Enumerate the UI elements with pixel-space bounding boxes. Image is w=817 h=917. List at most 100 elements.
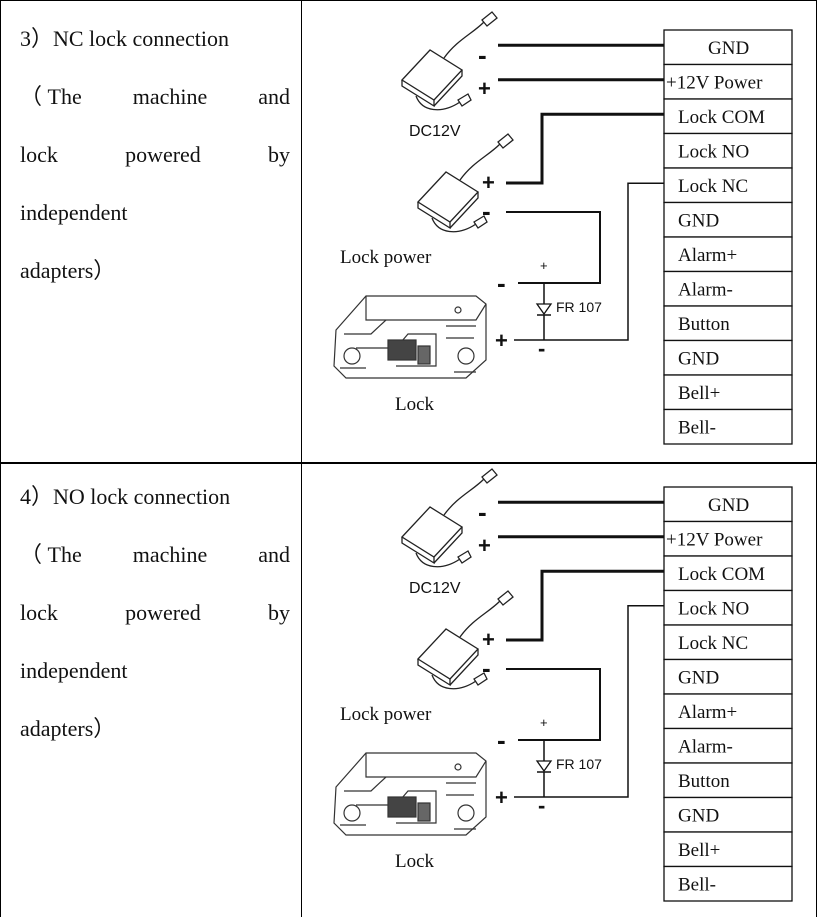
section-4-description: 4）NO lock connection （ The machine and l… [20,478,290,768]
lock-com-wire [506,569,664,642]
description-line: adapters） [20,710,290,768]
electric-lock-icon [333,752,487,836]
table-border-left [0,0,1,917]
terminal-cell [663,132,793,169]
description-word: （ The [20,542,82,567]
terminal-label: Lock COM [678,107,765,128]
description-word: machine [132,542,208,567]
plus-sign: + [482,627,495,652]
description-word: lock [20,142,58,167]
description-word: adapters） [20,716,116,741]
description-word: and [258,542,290,567]
diode-symbol [535,303,553,316]
adapter-label: DC12V [409,580,461,597]
lock-signal-wire [514,605,664,798]
plus-sign: + [495,328,508,353]
description-line: independent [20,194,290,252]
description-word: powered [125,600,201,625]
electric-lock-icon [333,295,487,379]
description-word: independent [20,658,128,683]
terminal-cell [663,236,793,273]
terminal-label: Bell- [678,418,716,439]
table-row-divider [0,462,817,464]
lock-power-negative-wire [506,668,601,741]
minus-sign: - [497,268,506,298]
minus-sign: - [538,793,545,818]
terminal-label: Alarm- [678,280,733,301]
description-word: by [267,600,290,625]
description-word: independent [20,200,128,225]
lock-signal-wire [514,182,664,341]
diode-label: FR 107 [556,299,602,315]
terminal-label: Alarm+ [678,245,737,266]
minus-sign: - [478,497,487,527]
terminal-label: GND [678,349,719,370]
terminal-label: GND [678,211,719,232]
terminal-label: GND [708,38,749,59]
terminal-cell [663,555,793,592]
terminal-cell [663,201,793,238]
section-4-heading: 4）NO lock connection [20,484,231,509]
lock-power-label: Lock power [340,247,432,268]
terminal-cell [663,98,793,135]
lock-power-label: Lock power [340,704,432,725]
terminal-label: Alarm+ [678,702,737,723]
plus-sign: + [495,785,508,810]
terminal-label: GND [708,495,749,516]
terminal-cell [663,270,793,307]
description-line: lock powered by [20,594,290,652]
lock-power-adapter-icon [416,590,514,690]
terminal-label: GND [678,668,719,689]
lock-power-negative-wire [506,211,601,284]
terminal-label: Lock NO [678,142,749,163]
description-word: （ The [20,84,82,109]
adapter-label: DC12V [409,123,461,140]
terminal-cell [663,727,793,764]
terminal-cell [663,762,793,799]
description-word: and [258,84,290,109]
lock-com-wire [506,112,664,185]
table-column-divider [301,0,302,917]
description-line: （ The machine and [20,536,290,594]
description-line: adapters） [20,252,290,310]
table-border-top [0,0,817,1]
dc12v-adapter-icon [400,468,498,568]
terminal-cell [663,831,793,868]
minus-sign: - [478,40,487,70]
description-word: lock [20,600,58,625]
terminal-cell [663,796,793,833]
diode-symbol [535,760,553,773]
terminal-cell [663,865,793,902]
description-line: independent [20,652,290,710]
plus-sign: + [478,76,491,101]
plus-sign: + [540,715,548,730]
terminal-cell [663,29,793,66]
terminal-label: GND [678,806,719,827]
lock-label: Lock [395,394,435,415]
description-word: machine [132,84,208,109]
description-word: by [267,142,290,167]
terminal-label: Lock COM [678,564,765,585]
terminal-cell [663,693,793,730]
minus-sign: - [482,653,491,683]
terminal-label: +12V Power [666,530,763,551]
section-3-description: 3）NC lock connection （ The machine and l… [20,20,290,310]
terminal-label: Lock NO [678,599,749,620]
plus-sign: + [482,170,495,195]
minus-sign: - [497,725,506,755]
terminal-cell [663,624,793,661]
terminal-label: Bell+ [678,383,720,404]
terminal-label: +12V Power [666,73,763,94]
section-3-heading: 3）NC lock connection [20,26,229,51]
terminal-label: Lock NC [678,176,748,197]
plus-sign: + [540,258,548,273]
terminal-cell [663,374,793,411]
terminal-label: Alarm- [678,737,733,758]
terminal-cell [663,63,793,100]
terminal-label: Bell- [678,875,716,896]
description-word: powered [125,142,201,167]
terminal-cell [663,408,793,445]
terminal-cell [663,167,793,204]
